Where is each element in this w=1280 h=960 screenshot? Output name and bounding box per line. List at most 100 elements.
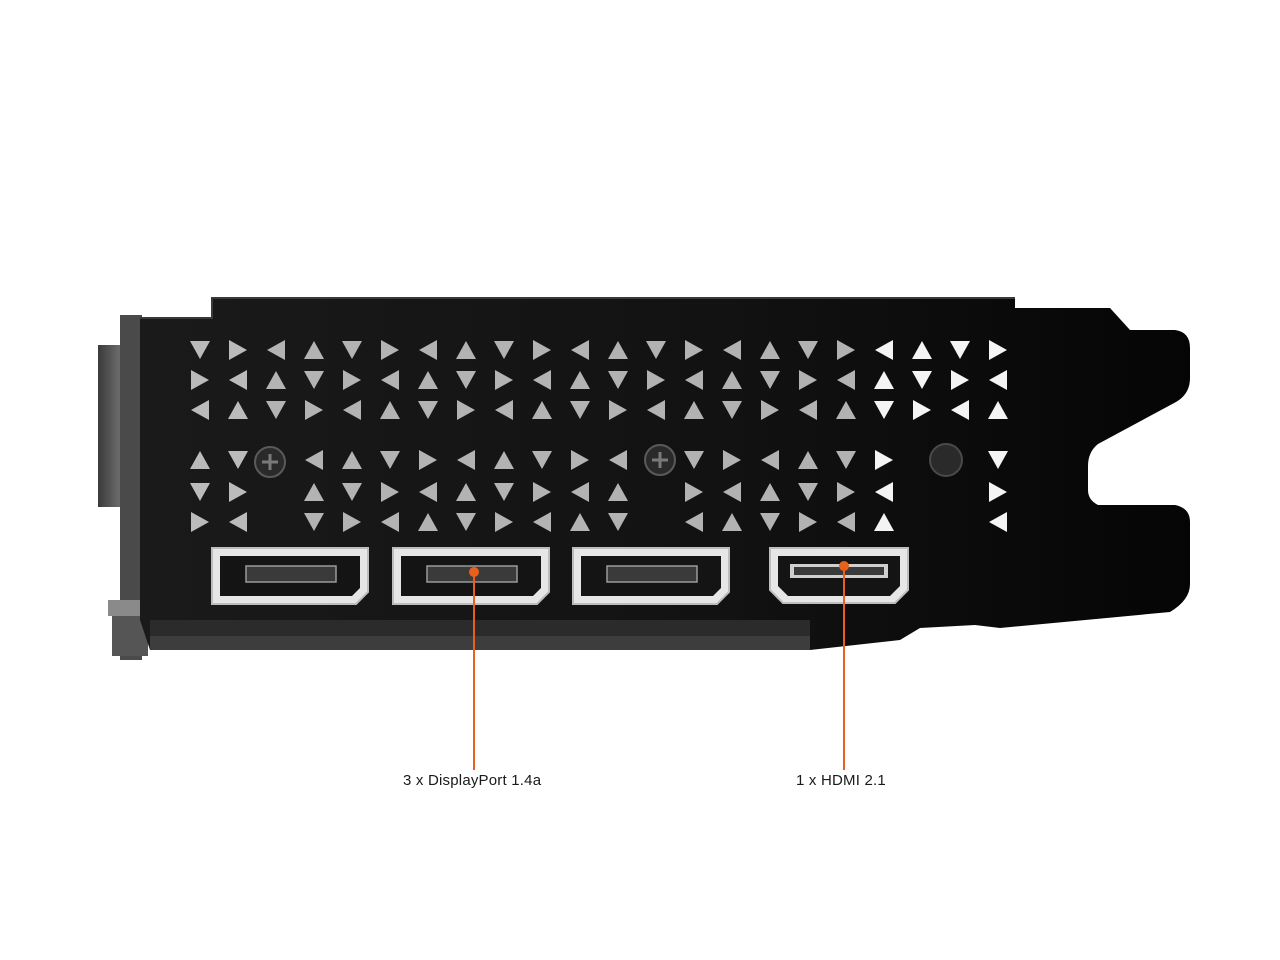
vent-hole — [874, 513, 894, 531]
vent-hole — [760, 483, 780, 501]
displayport-connector — [211, 547, 369, 605]
vent-hole — [228, 451, 248, 469]
vent-hole — [723, 482, 741, 502]
bracket-screw-center — [644, 444, 676, 476]
vent-hole — [761, 400, 779, 420]
vent-hole — [685, 340, 703, 360]
vent-hole — [722, 401, 742, 419]
vent-hole — [304, 483, 324, 501]
vent-hole — [532, 451, 552, 469]
vent-hole — [608, 513, 628, 531]
ventilation-grille — [190, 340, 1008, 532]
vent-hole — [304, 513, 324, 531]
vent-hole — [304, 341, 324, 359]
bracket-screw-right — [929, 443, 963, 477]
bracket-screw-left — [254, 446, 286, 478]
vent-hole — [875, 340, 893, 360]
vent-hole — [989, 482, 1007, 502]
vent-hole — [381, 340, 399, 360]
vent-hole — [685, 482, 703, 502]
vent-hole — [836, 451, 856, 469]
vent-hole — [419, 450, 437, 470]
vent-hole — [266, 401, 286, 419]
vent-hole — [343, 512, 361, 532]
vent-hole — [229, 482, 247, 502]
hdmi-connector — [769, 547, 909, 604]
vent-hole — [190, 483, 210, 501]
vent-hole — [418, 513, 438, 531]
left-shroud — [98, 315, 148, 660]
vent-hole — [798, 483, 818, 501]
vent-hole — [229, 340, 247, 360]
vent-hole — [989, 340, 1007, 360]
vent-hole — [570, 401, 590, 419]
vent-hole — [685, 370, 703, 390]
vent-hole — [608, 483, 628, 501]
vent-hole — [875, 482, 893, 502]
vent-hole — [456, 371, 476, 389]
vent-hole — [495, 400, 513, 420]
vent-hole — [837, 512, 855, 532]
vent-hole — [874, 371, 894, 389]
vent-hole — [457, 400, 475, 420]
vent-hole — [191, 400, 209, 420]
vent-hole — [951, 400, 969, 420]
vent-hole — [912, 341, 932, 359]
vent-hole — [722, 371, 742, 389]
hdmi-label: 1 x HDMI 2.1 — [796, 772, 886, 789]
vent-hole — [380, 401, 400, 419]
vent-hole — [532, 401, 552, 419]
vent-hole — [418, 401, 438, 419]
vent-hole — [913, 400, 931, 420]
vent-hole — [570, 513, 590, 531]
vent-hole — [343, 370, 361, 390]
vent-hole — [723, 450, 741, 470]
vent-hole — [760, 513, 780, 531]
vent-hole — [647, 370, 665, 390]
vent-hole — [799, 400, 817, 420]
vent-hole — [304, 371, 324, 389]
vent-hole — [229, 512, 247, 532]
vent-hole — [381, 512, 399, 532]
vent-hole — [495, 370, 513, 390]
vent-hole — [305, 400, 323, 420]
displayport-label: 3 x DisplayPort 1.4a — [403, 772, 542, 789]
vent-hole — [533, 340, 551, 360]
vent-hole — [571, 450, 589, 470]
vent-hole — [912, 371, 932, 389]
vent-hole — [456, 483, 476, 501]
vent-hole — [267, 340, 285, 360]
vent-hole — [266, 371, 286, 389]
vent-hole — [342, 341, 362, 359]
vent-hole — [380, 451, 400, 469]
vent-hole — [723, 340, 741, 360]
vent-hole — [494, 451, 514, 469]
vent-hole — [457, 450, 475, 470]
vent-hole — [760, 371, 780, 389]
vent-hole — [685, 512, 703, 532]
vent-hole — [533, 512, 551, 532]
vent-hole — [494, 483, 514, 501]
vent-hole — [418, 371, 438, 389]
vent-hole — [609, 450, 627, 470]
vent-hole — [381, 482, 399, 502]
vent-hole — [646, 341, 666, 359]
vent-hole — [533, 370, 551, 390]
vent-hole — [419, 482, 437, 502]
vent-hole — [570, 371, 590, 389]
vent-hole — [874, 401, 894, 419]
vent-hole — [342, 451, 362, 469]
vent-hole — [798, 451, 818, 469]
vent-hole — [837, 340, 855, 360]
vent-hole — [571, 340, 589, 360]
vent-hole — [799, 512, 817, 532]
vent-hole — [684, 451, 704, 469]
vent-hole — [191, 370, 209, 390]
vent-hole — [988, 451, 1008, 469]
displayport-connectors — [211, 547, 730, 605]
callout-line-hdmi — [839, 561, 849, 770]
vent-hole — [989, 512, 1007, 532]
vent-hole — [609, 400, 627, 420]
vent-hole — [229, 370, 247, 390]
